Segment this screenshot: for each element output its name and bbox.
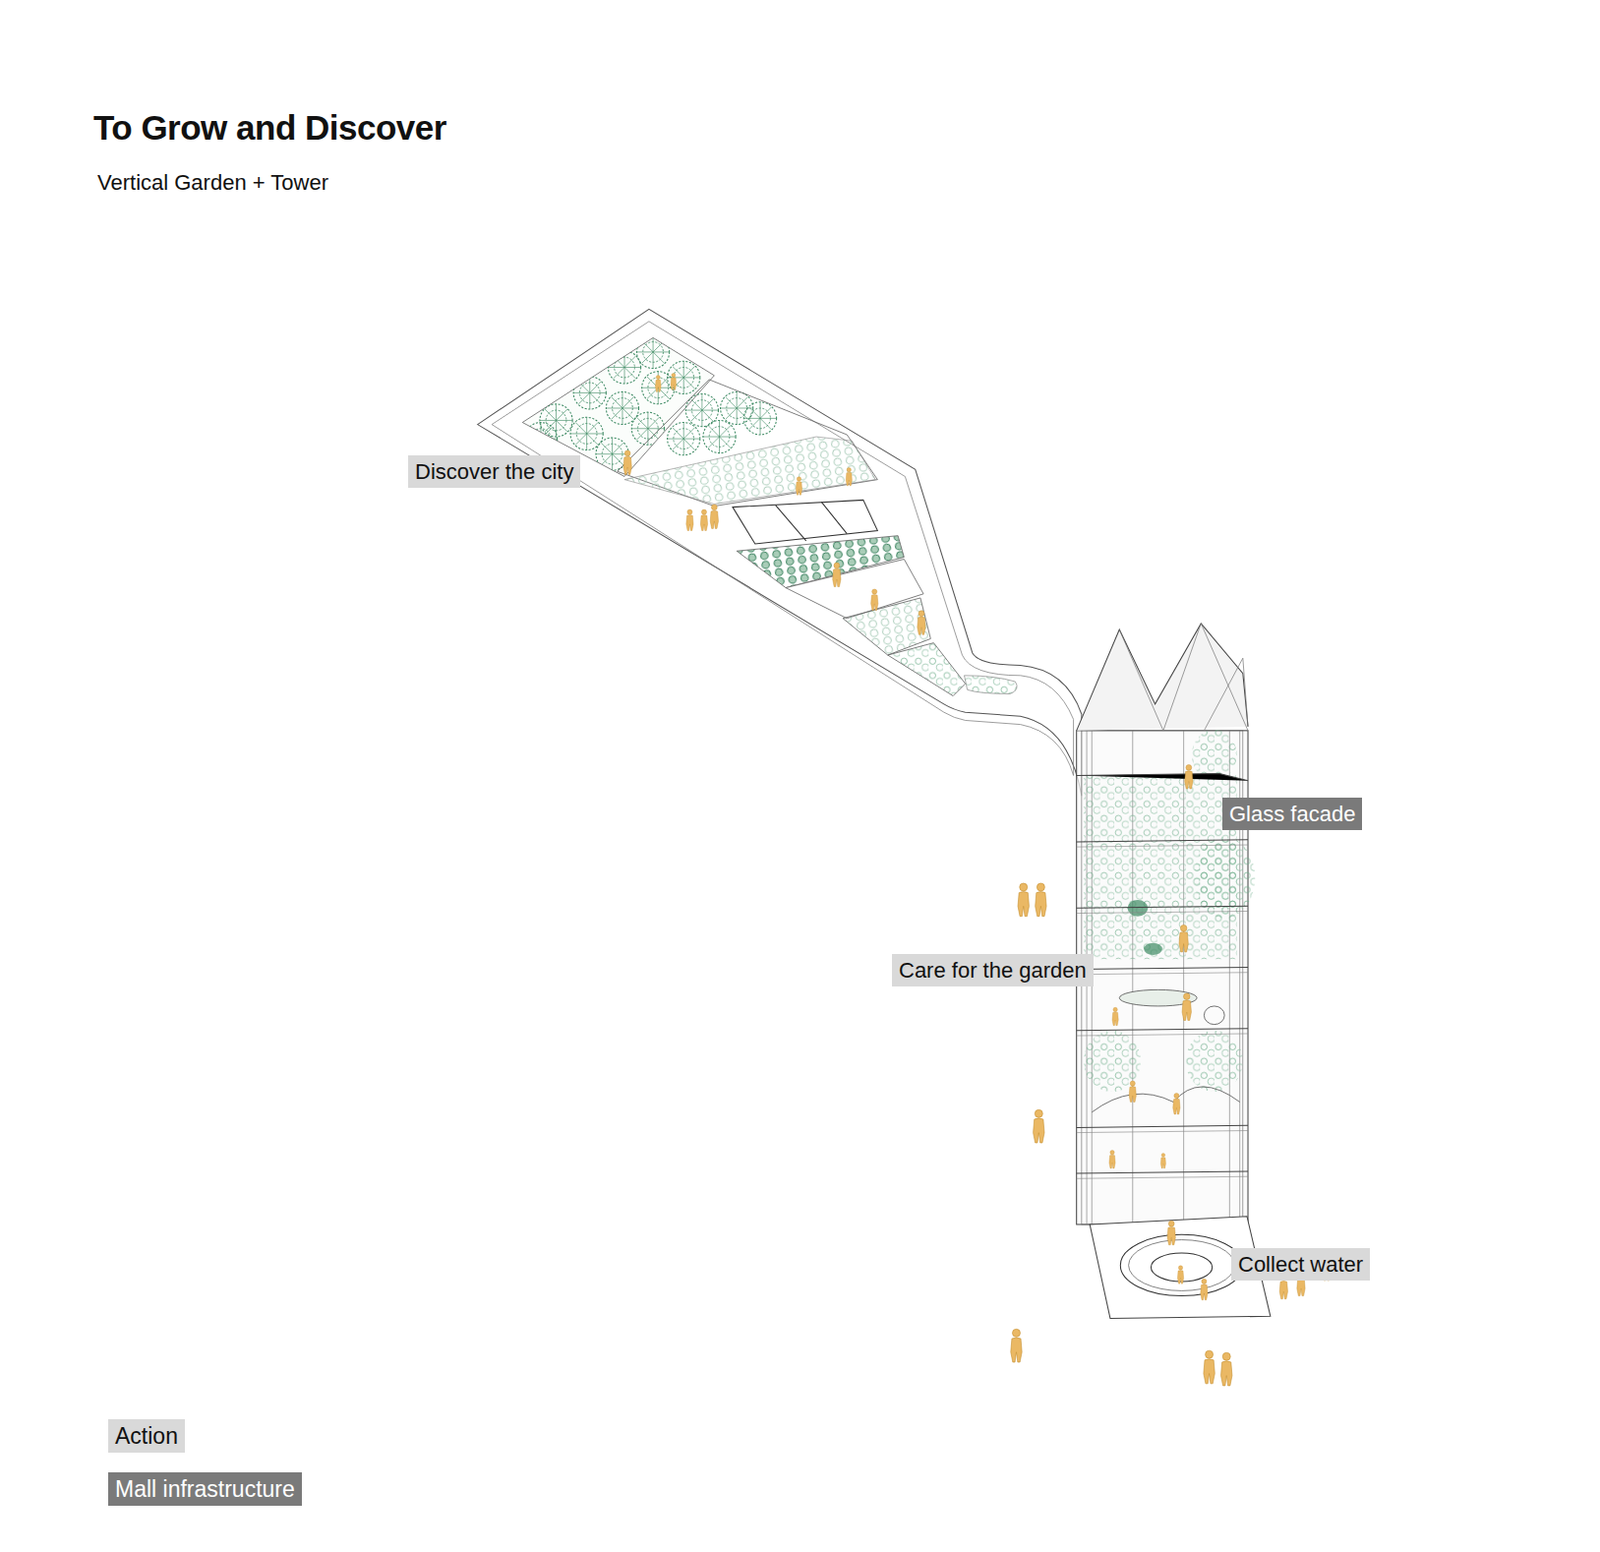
action-label: Glass facade (1222, 797, 1363, 830)
legend-swatch: Mall infrastructure (108, 1472, 302, 1506)
label-text: Collect water (1238, 1251, 1363, 1277)
legend-swatch: Action (108, 1419, 185, 1453)
legend-text: Action (115, 1422, 178, 1449)
action-label: Discover the city (408, 455, 581, 488)
diagram-subtitle: Vertical Garden + Tower (97, 170, 329, 196)
label-text: Care for the garden (898, 957, 1087, 983)
label-text: Glass facade (1229, 801, 1356, 827)
legend-text: Mall infrastructure (115, 1476, 296, 1502)
label-text: Discover the city (414, 459, 574, 484)
diagram-title: To Grow and Discover (93, 108, 447, 148)
action-label: Care for the garden (891, 953, 1094, 987)
action-label: Collect water (1231, 1247, 1370, 1281)
